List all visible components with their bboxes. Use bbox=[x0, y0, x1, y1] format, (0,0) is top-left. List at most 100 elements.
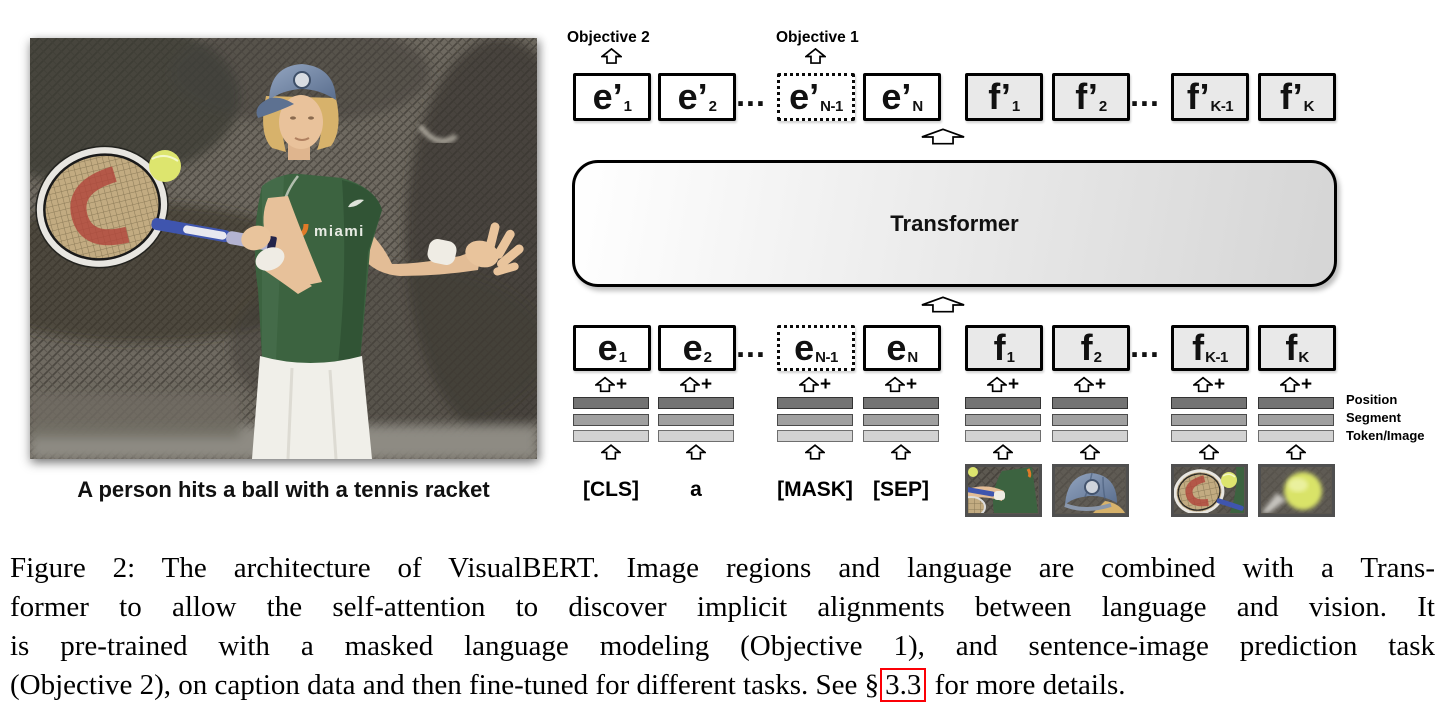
position-bar bbox=[863, 397, 939, 409]
segment-bar bbox=[1258, 414, 1334, 426]
output-box-f2: f’2 bbox=[1052, 73, 1130, 121]
caption-line-4: (Objective 2), on caption data and then … bbox=[10, 668, 1126, 702]
objective-1-label: Objective 1 bbox=[776, 29, 859, 46]
up-arrow-icon bbox=[891, 444, 911, 460]
position-bar bbox=[573, 397, 649, 409]
segment-bar bbox=[573, 414, 649, 426]
up-arrow-icon bbox=[1080, 444, 1100, 460]
cap-brim bbox=[256, 97, 294, 118]
left-wristband bbox=[427, 239, 457, 265]
token-sep: [SEP] bbox=[872, 478, 929, 501]
embed-sum-arrow: + bbox=[573, 374, 649, 394]
racket-red-logo bbox=[70, 166, 130, 246]
output-ellipsis-e: ... bbox=[736, 77, 766, 113]
output-box-e2: e’2 bbox=[658, 73, 736, 121]
embed-sum-arrow: + bbox=[965, 374, 1041, 394]
transformer-block: Transformer bbox=[572, 160, 1337, 287]
image-region-blue-cap bbox=[1052, 464, 1129, 517]
white-shorts bbox=[252, 356, 372, 459]
output-box-fK-1: f’K-1 bbox=[1171, 73, 1249, 121]
input-ellipsis-e: ... bbox=[736, 328, 766, 364]
token-input-arrow bbox=[1052, 444, 1128, 460]
segment-bar bbox=[658, 414, 734, 426]
position-bar bbox=[777, 397, 853, 409]
tennis-photo: miami bbox=[30, 38, 537, 459]
output-box-eN: e’N bbox=[863, 73, 941, 121]
image-region-racket-and-ball bbox=[1171, 464, 1248, 517]
position-bar bbox=[1258, 397, 1334, 409]
embed-sum-arrow: + bbox=[1171, 374, 1247, 394]
up-arrow-icon bbox=[805, 444, 825, 460]
token-image-bar bbox=[573, 430, 649, 442]
position-embedding-label: Position bbox=[1346, 392, 1398, 407]
up-arrow-icon bbox=[680, 376, 700, 393]
position-bar bbox=[1052, 397, 1128, 409]
caption-line-2: former to allow the self-attention to di… bbox=[10, 591, 1435, 623]
up-arrow-icon bbox=[1199, 444, 1219, 460]
photo-caption: A person hits a ball with a tennis racke… bbox=[77, 477, 490, 502]
output-box-fK: f’K bbox=[1258, 73, 1336, 121]
embed-sum-arrow: + bbox=[863, 374, 939, 394]
segment-bar bbox=[863, 414, 939, 426]
image-region-tennis-ball bbox=[1258, 464, 1335, 517]
segment-bar bbox=[777, 414, 853, 426]
token-image-bar bbox=[1171, 430, 1247, 442]
section-3-3-link[interactable]: 3.3 bbox=[880, 668, 927, 702]
embed-sum-arrow: + bbox=[658, 374, 734, 394]
up-arrow-icon bbox=[1193, 376, 1213, 393]
player-left-arm bbox=[352, 216, 524, 276]
fence-wire-highlight bbox=[418, 124, 458, 144]
position-bar bbox=[658, 397, 734, 409]
token-input-arrow bbox=[863, 444, 939, 460]
up-arrow-icon bbox=[885, 376, 905, 393]
segment-embedding-label: Segment bbox=[1346, 410, 1401, 425]
token-image-bar bbox=[777, 430, 853, 442]
input-ellipsis-f: ... bbox=[1130, 328, 1160, 364]
token-image-bar bbox=[1052, 430, 1128, 442]
right-wristband bbox=[255, 247, 285, 271]
objective-2-label: Objective 2 bbox=[567, 29, 650, 46]
token-image-bar bbox=[658, 430, 734, 442]
image-region-torso-with-racket bbox=[965, 464, 1042, 517]
up-arrow-icon bbox=[601, 444, 621, 460]
objective-2-arrow-icon bbox=[601, 48, 622, 64]
output-box-e1: e’1 bbox=[573, 73, 651, 121]
caption-line-3: is pre-trained with a masked language mo… bbox=[10, 630, 1435, 662]
gripping-hand bbox=[241, 225, 271, 251]
token-image-bar bbox=[863, 430, 939, 442]
objective-1-arrow-icon bbox=[805, 48, 826, 64]
transformer-output-arrow-icon bbox=[920, 128, 966, 145]
token-a: a bbox=[690, 478, 702, 501]
token-input-arrow bbox=[573, 444, 649, 460]
position-bar bbox=[965, 397, 1041, 409]
open-hand bbox=[465, 222, 524, 276]
shirt-text: miami bbox=[314, 223, 365, 240]
up-arrow-icon bbox=[686, 444, 706, 460]
up-arrow-icon bbox=[595, 376, 615, 393]
up-arrow-icon bbox=[1280, 376, 1300, 393]
transformer-input-arrow-icon bbox=[920, 296, 966, 313]
cap-logo bbox=[293, 71, 311, 89]
token-input-arrow bbox=[1171, 444, 1247, 460]
output-box-eN-1: e’N-1 bbox=[777, 73, 855, 121]
token-input-arrow bbox=[965, 444, 1041, 460]
token-image-bar bbox=[965, 430, 1041, 442]
segment-bar bbox=[1171, 414, 1247, 426]
embed-sum-arrow: + bbox=[1258, 374, 1334, 394]
swoosh-logo bbox=[348, 199, 364, 208]
up-arrow-icon bbox=[799, 376, 819, 393]
up-arrow-icon bbox=[1074, 376, 1094, 393]
embed-sum-arrow: + bbox=[777, 374, 853, 394]
up-arrow-icon bbox=[987, 376, 1007, 393]
caption-line-1: Figure 2: The architecture of VisualBERT… bbox=[10, 552, 1435, 584]
token-input-arrow bbox=[777, 444, 853, 460]
up-arrow-icon bbox=[993, 444, 1013, 460]
up-arrow-icon bbox=[1286, 444, 1306, 460]
